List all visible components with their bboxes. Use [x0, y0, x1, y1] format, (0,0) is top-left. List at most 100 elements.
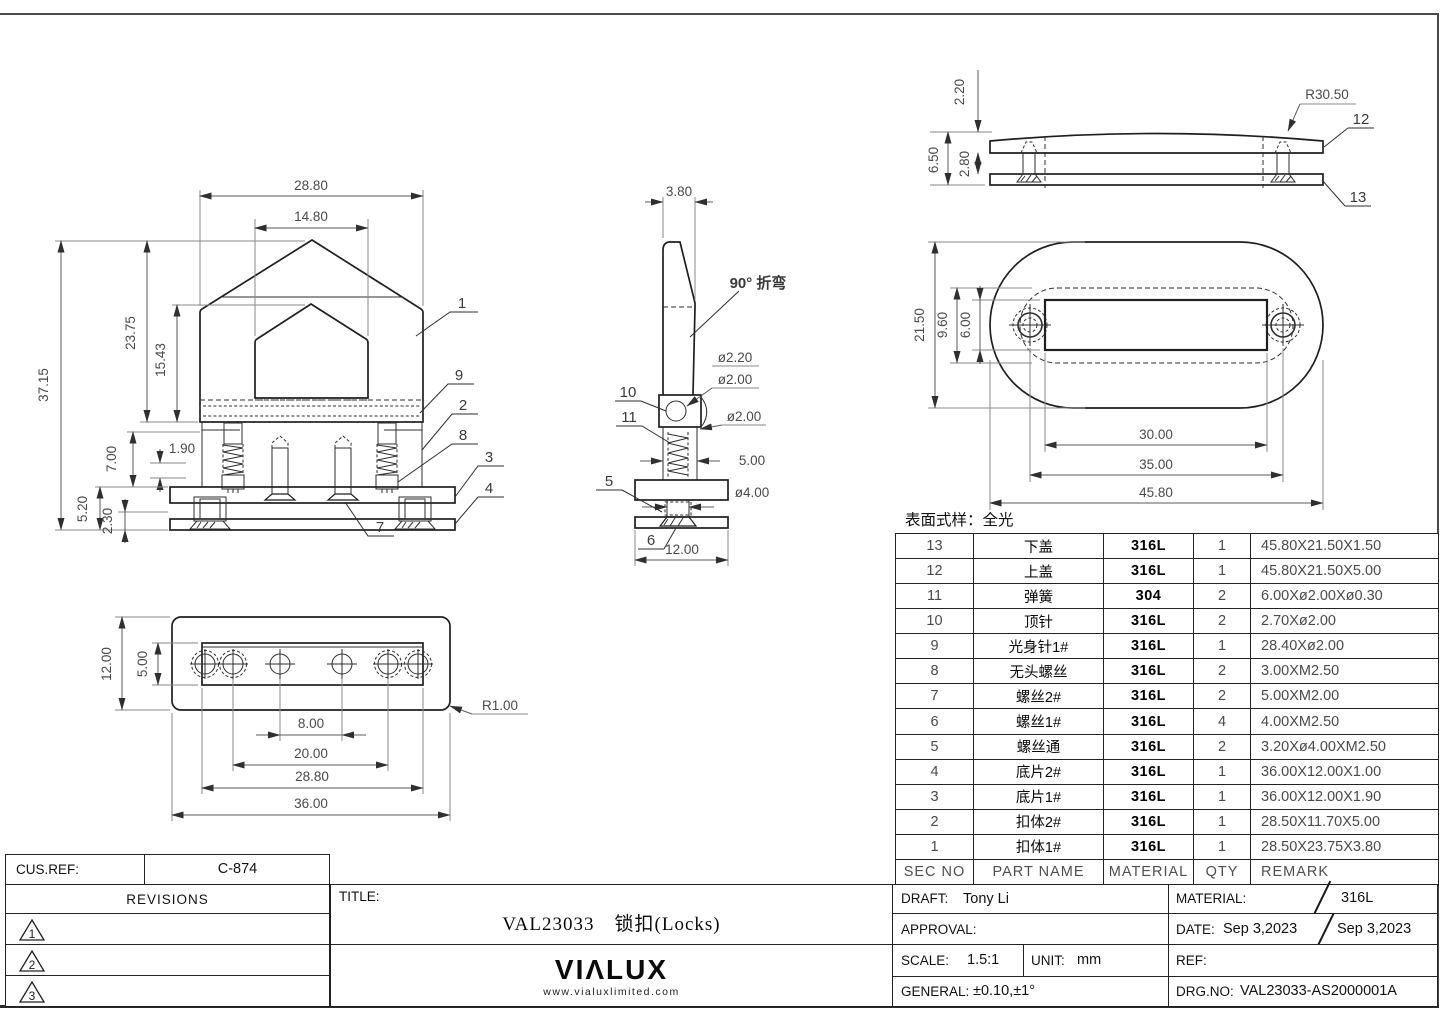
- table-cell: 2: [1194, 584, 1251, 610]
- table-cell: 2: [1194, 609, 1251, 635]
- material-label: MATERIAL:: [1176, 891, 1247, 906]
- dim-plate-radius: R1.00: [482, 698, 518, 713]
- table-cell: 3.20Xø4.00XM2.50: [1251, 735, 1438, 760]
- ref-label: REF:: [1176, 953, 1207, 968]
- draft-material-row: DRAFT: Tony Li MATERIAL: 316L: [892, 880, 1438, 916]
- dim-side-width-base: 12.00: [665, 542, 699, 557]
- table-cell: 316L: [1104, 684, 1194, 710]
- table-header-sec: SEC NO: [896, 859, 974, 885]
- table-header-remark: REMARK: [1261, 864, 1330, 881]
- table-cell: 3.00XM2.50: [1251, 659, 1438, 685]
- date-value-2: Sep 3,2023: [1337, 921, 1412, 937]
- callout-1: 1: [458, 295, 466, 312]
- general-drgno-row: GENERAL: ±0.10,±1° DRG.NO: VAL23033-AS20…: [892, 976, 1438, 1007]
- front-view: 28.80 14.80 37.15 23.75 15.43 1.90 7.00 …: [36, 178, 504, 543]
- dim-front-height-inner: 15.43: [153, 343, 168, 377]
- table-cell: 7: [896, 684, 974, 710]
- frame-right: [1437, 13, 1439, 1007]
- general-label: GENERAL:: [901, 984, 970, 999]
- table-cell: 316L: [1104, 609, 1194, 635]
- dim-cover-arc: 2.20: [952, 79, 967, 105]
- approval-date-row: APPROVAL: DATE: Sep 3,2023 Sep 3,2023: [892, 912, 1438, 950]
- material-value: 316L: [1341, 890, 1374, 906]
- signature-slash: [1312, 880, 1331, 916]
- table-header-qty: QTY: [1194, 859, 1251, 885]
- table-cell: 1: [1194, 834, 1251, 860]
- callout-11: 11: [621, 409, 637, 426]
- table-cell: 316L: [1104, 659, 1194, 685]
- divider: [1168, 945, 1169, 976]
- table-cell: 2: [896, 809, 974, 835]
- dim-top-holes-width: 35.00: [1139, 457, 1173, 472]
- table-header-name: PART NAME: [974, 859, 1104, 885]
- table-cell: 316L: [1104, 834, 1194, 860]
- dim-side-neck-dia: ø2.00: [727, 409, 762, 424]
- cover-screw-left: [1016, 141, 1042, 183]
- revision-marker-label: 3: [29, 989, 36, 1003]
- dim-side-pin-dia2: ø2.00: [718, 372, 753, 387]
- table-cell: 12: [896, 559, 974, 585]
- scale-value: 1.5:1: [967, 952, 1000, 968]
- table-cell: 316L: [1104, 784, 1194, 810]
- callout-8: 8: [459, 427, 467, 444]
- table-cell: 顶针: [974, 609, 1104, 635]
- table-cell: 6.00Xø2.00Xø0.30: [1251, 584, 1438, 610]
- parts-table: 13 下盖 316L 1 45.80X21.50X1.50 12 上盖 316L…: [895, 533, 1439, 886]
- divider: [144, 855, 145, 884]
- date-label: DATE:: [1176, 922, 1215, 937]
- center-screw-right: [326, 435, 360, 501]
- cover-side-view: 2.20 6.50 2.80 R30.50 12 13: [926, 70, 1374, 207]
- table-cell: 28.50X11.70X5.00: [1251, 810, 1438, 835]
- dim-front-gap: 1.90: [169, 441, 195, 456]
- dim-plate-pitch1: 8.00: [298, 716, 324, 731]
- table-cell: 316L: [1104, 709, 1194, 735]
- scale-label: SCALE:: [901, 953, 950, 968]
- table-cell: 1: [1194, 809, 1251, 835]
- table-cell: 2.70Xø2.00: [1251, 609, 1438, 635]
- table-cell: 1: [1194, 559, 1251, 585]
- callout-3: 3: [485, 449, 493, 466]
- table-cell: 316L: [1104, 634, 1194, 660]
- dim-front-height-mid: 7.00: [104, 446, 119, 472]
- dim-front-height-plate: 2.30: [100, 508, 115, 534]
- spring-screw-right: [375, 422, 399, 493]
- center-screw-left: [263, 435, 297, 501]
- table-cell: 6: [896, 709, 974, 735]
- revision-marker-label: 1: [29, 927, 36, 941]
- callout-10: 10: [620, 384, 637, 401]
- table-cell: 4: [896, 759, 974, 785]
- cus-ref-label: CUS.REF:: [16, 862, 80, 877]
- revision-row-3: 3: [5, 975, 330, 1007]
- cus-ref-value: C-874: [217, 861, 258, 877]
- table-cell: 316L: [1104, 534, 1194, 560]
- dim-side-pin-dia1: ø2.20: [718, 350, 753, 365]
- table-cell: 2: [1194, 734, 1251, 760]
- callout-13: 13: [1350, 189, 1367, 206]
- cover-screw-right: [1270, 141, 1296, 183]
- dim-front-height-base: 5.20: [75, 496, 90, 522]
- dim-top-slot-width: 30.00: [1139, 427, 1173, 442]
- unit-label: UNIT:: [1031, 953, 1065, 968]
- table-cell: 316L: [1104, 759, 1194, 785]
- revision-triangle-3: 3: [18, 980, 46, 1003]
- table-header-material: MATERIAL: [1104, 859, 1194, 885]
- revision-triangle-1: 1: [18, 918, 46, 941]
- dim-top-inner-height: 9.60: [935, 312, 950, 338]
- dim-plate-pitch2: 20.00: [294, 746, 328, 761]
- dim-plate-width: 36.00: [294, 796, 328, 811]
- callout-5: 5: [605, 473, 613, 490]
- revisions-header: REVISIONS: [5, 884, 330, 914]
- dim-cover-gap: 2.80: [957, 151, 972, 177]
- table-cell: 316L: [1104, 809, 1194, 835]
- bend-note: 90° 折弯: [730, 274, 787, 292]
- callout-7: 7: [376, 519, 384, 536]
- divider: [1168, 914, 1169, 944]
- dim-top-width: 45.80: [1139, 485, 1173, 500]
- table-cell: 螺丝1#: [974, 709, 1104, 735]
- table-cell: 45.80X21.50X5.00: [1251, 559, 1438, 585]
- table-cell: 1: [1194, 784, 1251, 810]
- dim-front-height-body: 23.75: [123, 316, 138, 350]
- top-screw-right: [1262, 304, 1304, 346]
- spring-screw-left: [221, 422, 245, 493]
- table-cell: 13: [896, 534, 974, 560]
